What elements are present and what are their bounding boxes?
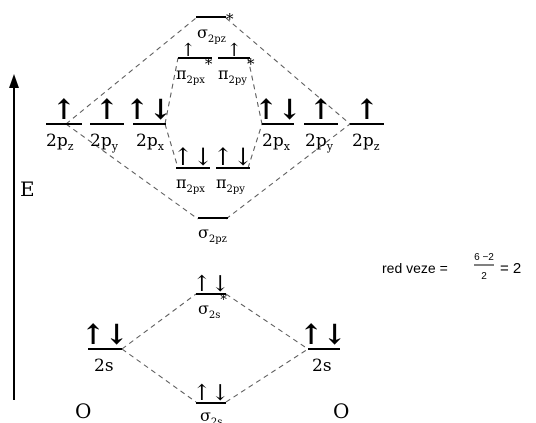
- dash-2pz-left-to-sigma: [65, 123, 199, 220]
- label-2pz-right: 2pz: [352, 131, 380, 153]
- label-sigma-2s: σ2s: [200, 406, 222, 423]
- label-pi-2py: π2py: [216, 173, 245, 195]
- dash-pi-to-2px-right: [247, 123, 263, 169]
- dash-sigma-star-to-2pz-right: [225, 17, 351, 125]
- label-pi-2px-star: π2px*: [176, 55, 213, 86]
- atom-label-right: O: [333, 399, 349, 423]
- electrons-pi-2py: ↑↓: [213, 143, 253, 171]
- electrons-2py-left: ↑: [95, 93, 118, 126]
- electrons: ↑ ↑ ↑↓ ↑↓ ↑ ↑ ↑ ↑ ↑↓ ↑↓ ↑↓ ↑↓ ↑↓ ↑↓: [52, 40, 378, 406]
- bond-order-denominator: 2: [481, 271, 487, 282]
- bond-order-formula: red veze = 6 −2 2 = 2: [382, 252, 521, 282]
- label-2py-right: 2py: [305, 131, 334, 153]
- electrons-2s-right: ↑↓: [300, 318, 347, 351]
- dash-sigma-to-2pz-right: [225, 123, 351, 220]
- label-2py-left: 2py: [90, 131, 119, 153]
- electrons-2px-left: ↑↓: [126, 93, 173, 126]
- electrons-pi-2px: ↑↓: [173, 143, 213, 171]
- dash-2s-left-to-sigma: [121, 348, 197, 403]
- label-2px-left: 2px: [136, 131, 165, 153]
- label-sigma-2pz-star: σ2pz*: [197, 10, 234, 45]
- energy-axis-arrowhead: [9, 74, 19, 88]
- label-2s-left: 2s: [94, 356, 114, 376]
- dash-pi-star-to-2px-right: [247, 57, 263, 125]
- molecular-orbital-labels: σ2pz* π2px* π2py* π2px π2py σ2pz σ2s* σ2…: [176, 10, 255, 423]
- dash-2px-left-to-pi-star: [164, 57, 179, 125]
- electrons-sigma-2s: ↑↓: [193, 381, 230, 406]
- label-pi-2py-star: π2py*: [218, 55, 255, 86]
- label-sigma-2s-star: σ2s*: [198, 293, 227, 321]
- electrons-2pz-left: ↑: [52, 93, 75, 126]
- label-2s-right: 2s: [312, 356, 332, 376]
- bond-order-numerator: 6 −2: [474, 252, 494, 263]
- electrons-2py-right: ↑: [309, 93, 332, 126]
- atomic-orbital-labels: 2pz 2py 2px 2px 2py 2pz 2s 2s: [46, 131, 380, 376]
- electrons-pi-2py-star: ↑: [226, 40, 241, 61]
- energy-levels: [46, 16, 384, 404]
- label-2pz-left: 2pz: [46, 131, 74, 153]
- electrons-2s-left: ↑↓: [82, 318, 129, 351]
- bond-order-label: red veze =: [382, 260, 448, 276]
- electrons-pi-2px-star: ↑: [180, 40, 195, 61]
- electrons-2pz-right: ↑: [355, 93, 378, 126]
- dash-2pz-left-to-sigma-star: [65, 17, 197, 125]
- correlation-lines: [65, 17, 351, 403]
- electrons-sigma-2s-star: ↑↓: [193, 272, 230, 297]
- label-sigma-2pz: σ2pz: [198, 223, 227, 245]
- dash-sigma-star-to-2s-right: [225, 293, 309, 350]
- bond-order-result: = 2: [500, 260, 521, 277]
- energy-axis-label: E: [20, 177, 35, 201]
- dash-2px-left-to-pi: [164, 123, 179, 169]
- label-2px-right: 2px: [262, 131, 291, 153]
- dash-sigma-to-2s-right: [225, 348, 309, 403]
- label-pi-2px: π2px: [176, 173, 205, 195]
- electrons-2px-right: ↑↓: [255, 93, 302, 126]
- atom-label-left: O: [75, 399, 91, 423]
- dash-2s-left-to-sigma-star: [121, 293, 197, 350]
